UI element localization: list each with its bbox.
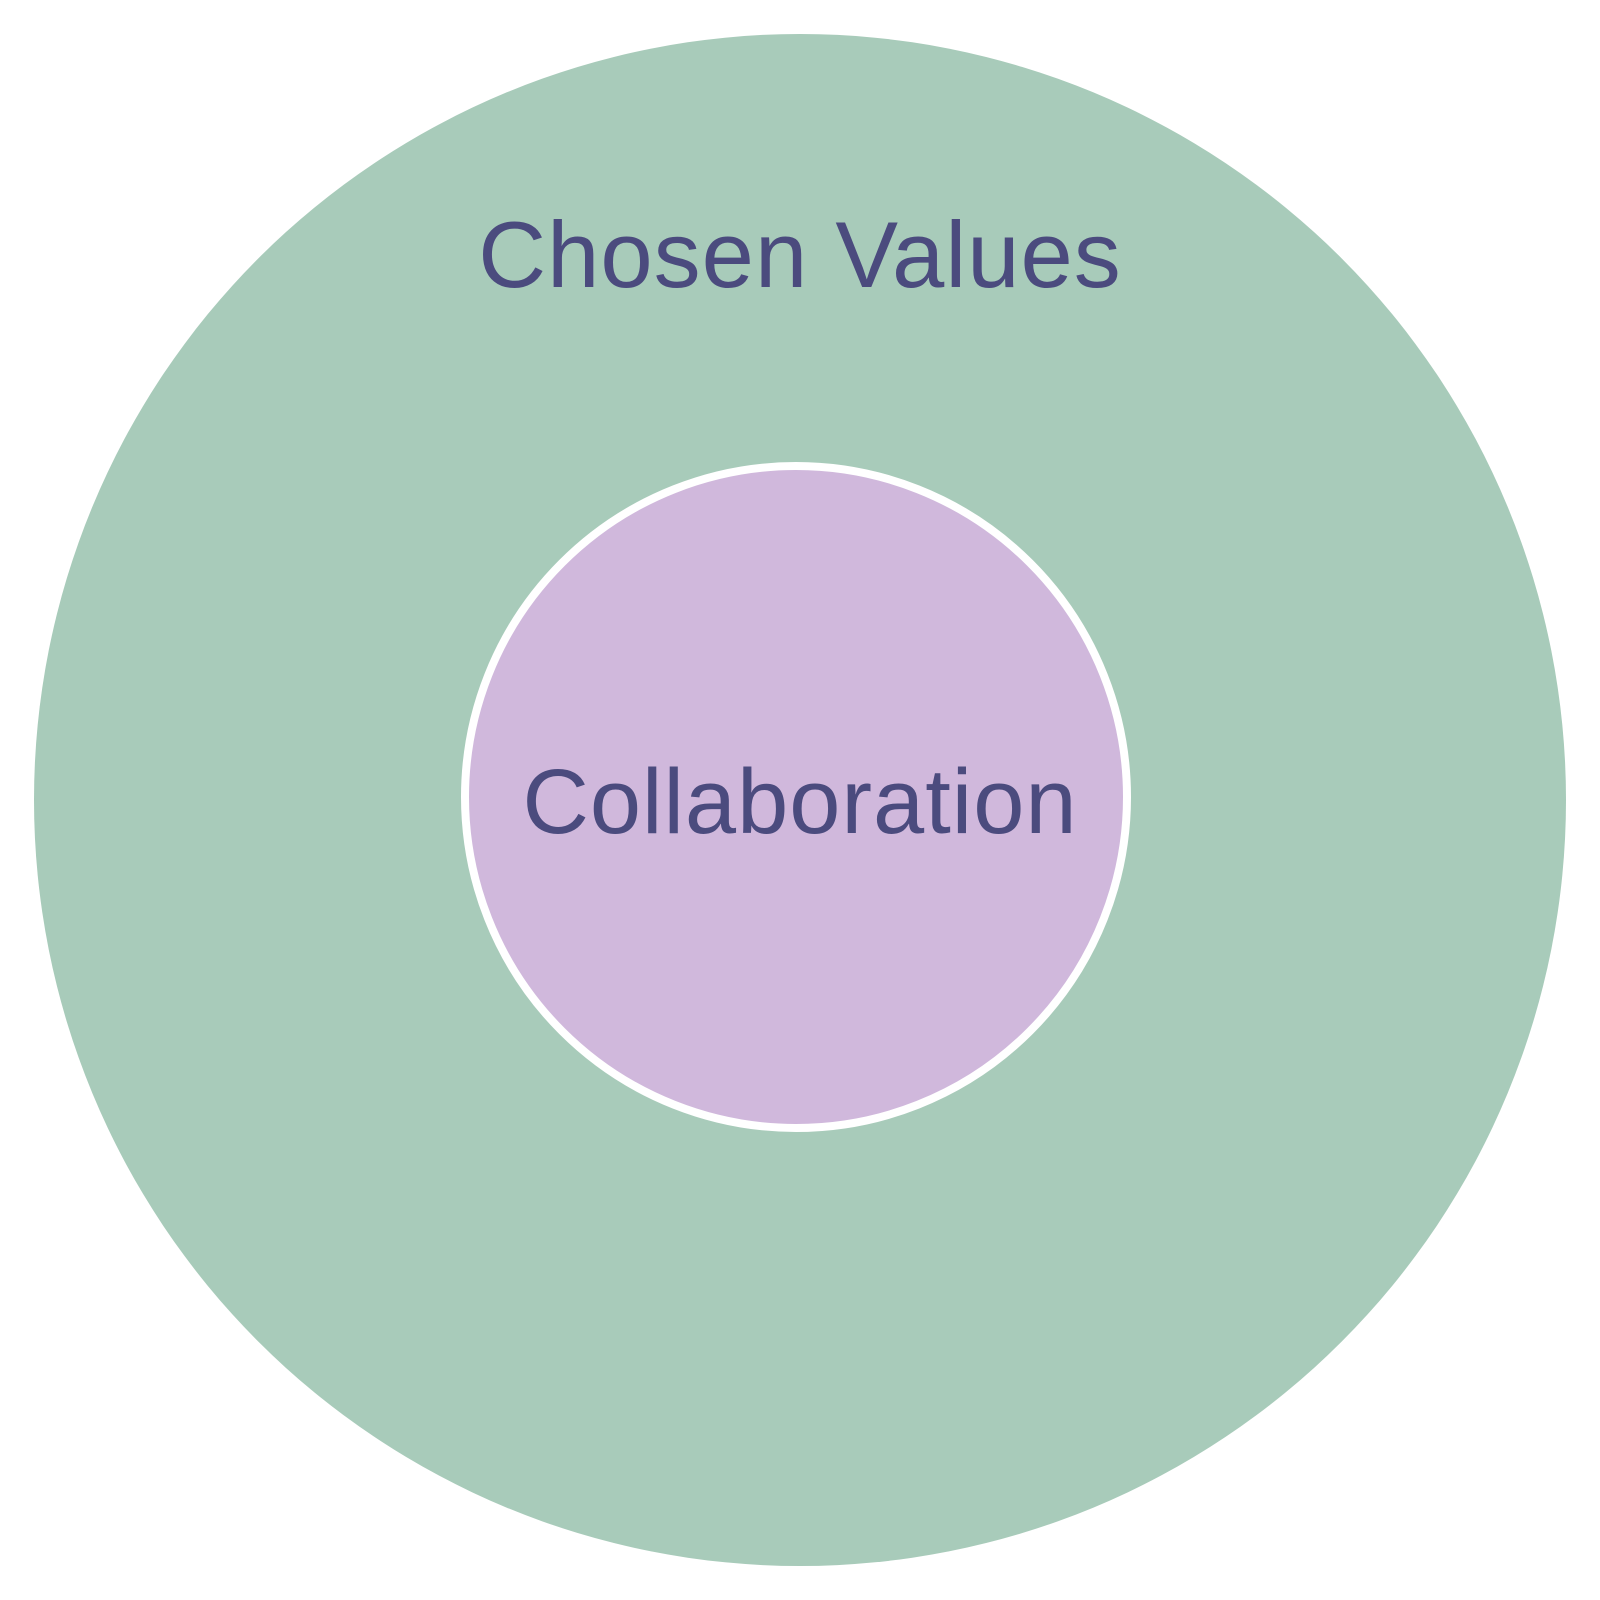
outer-circle-label: Chosen Values: [478, 202, 1122, 307]
inner-circle-collaboration: [461, 462, 1131, 1132]
inner-circle-label: Collaboration: [522, 751, 1078, 853]
